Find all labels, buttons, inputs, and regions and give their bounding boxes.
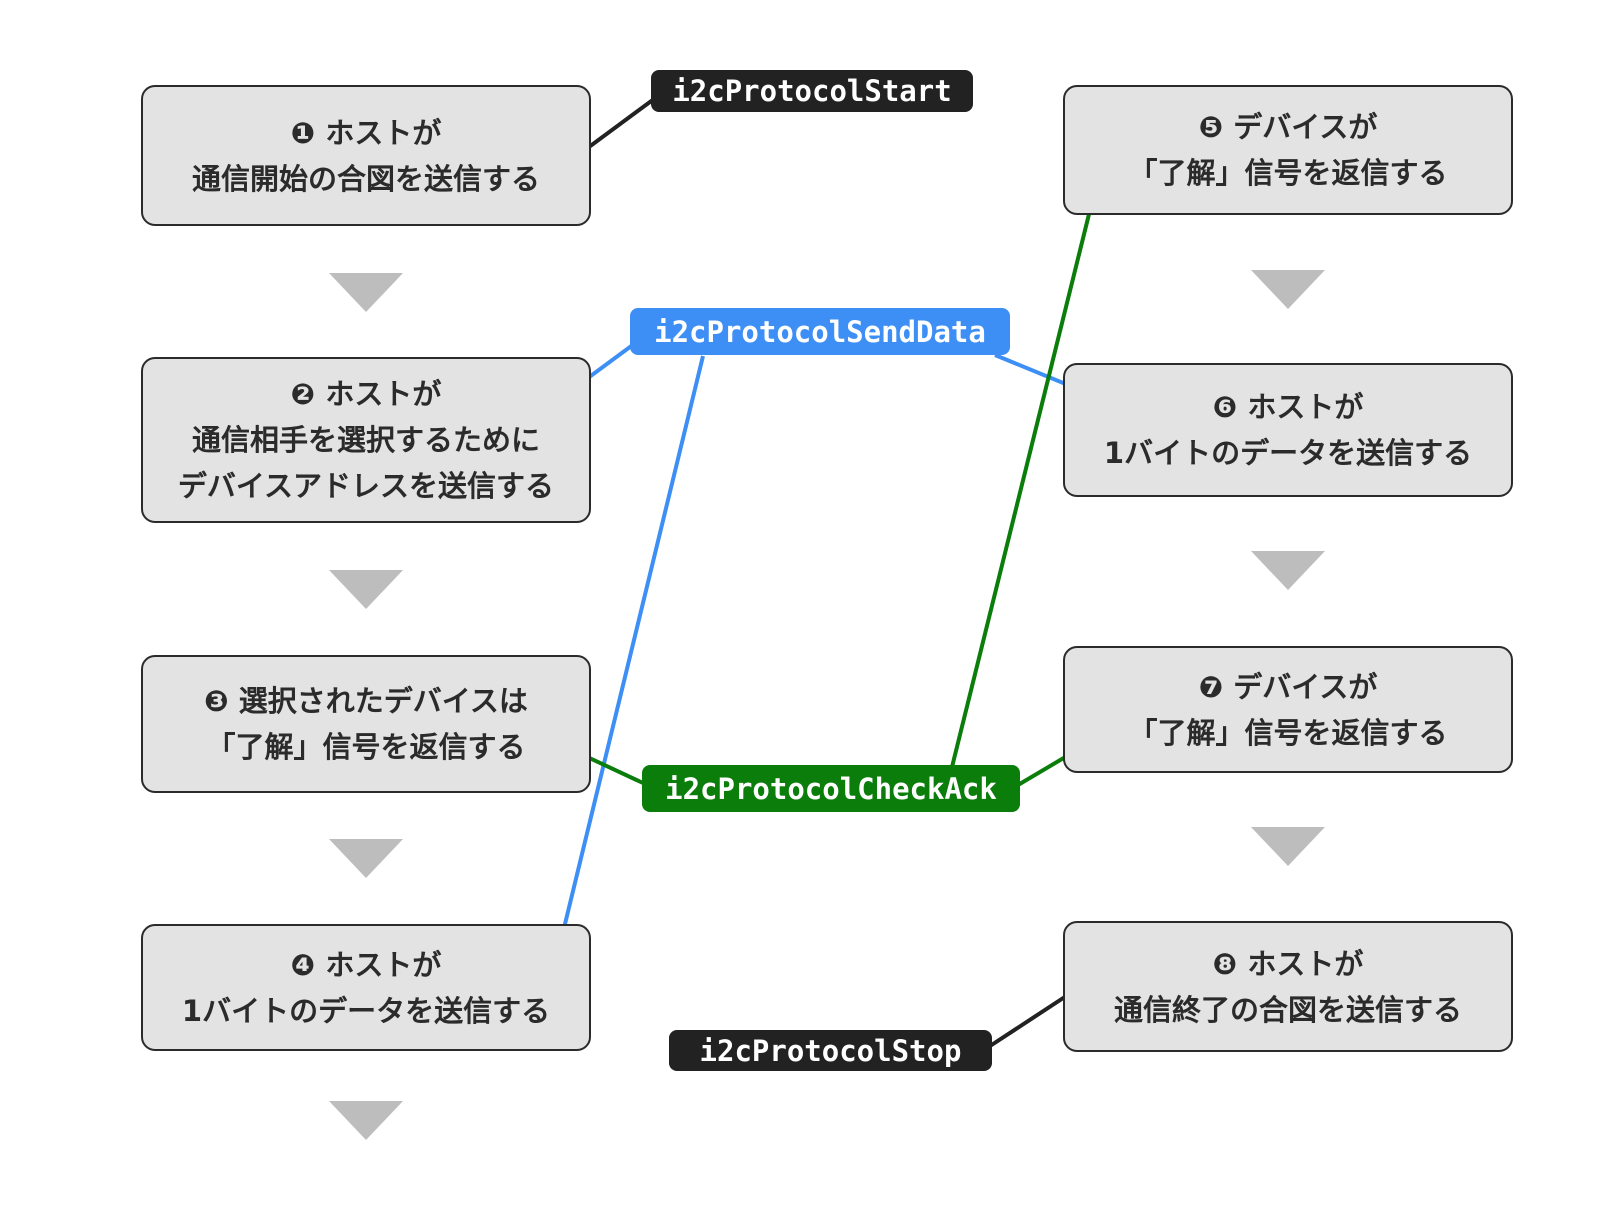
step-3-description: 「了解」信号を返信する [206,730,526,764]
flow-arrow [1251,270,1325,309]
step-2-box: ❷ ホストが 通信相手を選択するために デバイスアドレスを送信する [141,357,591,523]
flow-arrow [329,1101,403,1140]
step-5-box: ❺ デバイスが 「了解」信号を返信する [1063,85,1513,215]
step-7-description: 「了解」信号を返信する [1128,715,1448,750]
flow-arrow [329,570,403,609]
connector-checkack-step5 [950,197,1095,768]
step-2-description: 通信相手を選択するために [191,423,540,457]
step-4-description: 1バイトのデータを送信する [181,993,551,1028]
step-2-description: デバイスアドレスを送信する [177,469,555,503]
flow-arrow [1251,827,1325,866]
step-7-box: ❼ デバイスが 「了解」信号を返信する [1063,646,1513,773]
step-8-title: ❽ ホストが [1212,946,1364,981]
flow-arrow [329,273,403,312]
step-4-box: ❹ ホストが 1バイトのデータを送信する [141,924,591,1051]
step-4-title: ❹ ホストが [290,947,442,982]
function-tag-send-data: i2cProtocolSendData [630,308,1010,355]
function-tag-start: i2cProtocolStart [651,70,973,112]
step-2-title: ❷ ホストが [290,377,442,411]
function-tag-stop: i2cProtocolStop [669,1030,992,1071]
step-6-title: ❻ ホストが [1212,390,1364,424]
step-6-description: 1バイトのデータを送信する [1103,436,1473,470]
connector-senddata-step4 [554,355,705,962]
flow-arrow [329,839,403,878]
step-5-title: ❺ デバイスが [1198,110,1378,144]
step-3-box: ❸ 選択されたデバイスは 「了解」信号を返信する [141,655,591,793]
step-6-box: ❻ ホストが 1バイトのデータを送信する [1063,363,1513,497]
step-8-box: ❽ ホストが 通信終了の合図を送信する [1063,921,1513,1052]
flow-arrow [1251,551,1325,590]
step-3-title: ❸ 選択されたデバイスは [204,684,528,718]
step-1-description: 通信開始の合図を送信する [191,161,540,196]
function-tag-check-ack: i2cProtocolCheckAck [642,765,1020,812]
step-5-description: 「了解」信号を返信する [1128,156,1448,190]
step-7-title: ❼ デバイスが [1198,669,1378,704]
step-1-box: ❶ ホストが 通信開始の合図を送信する [141,85,591,226]
step-1-title: ❶ ホストが [290,115,442,150]
step-8-description: 通信終了の合図を送信する [1113,992,1462,1027]
